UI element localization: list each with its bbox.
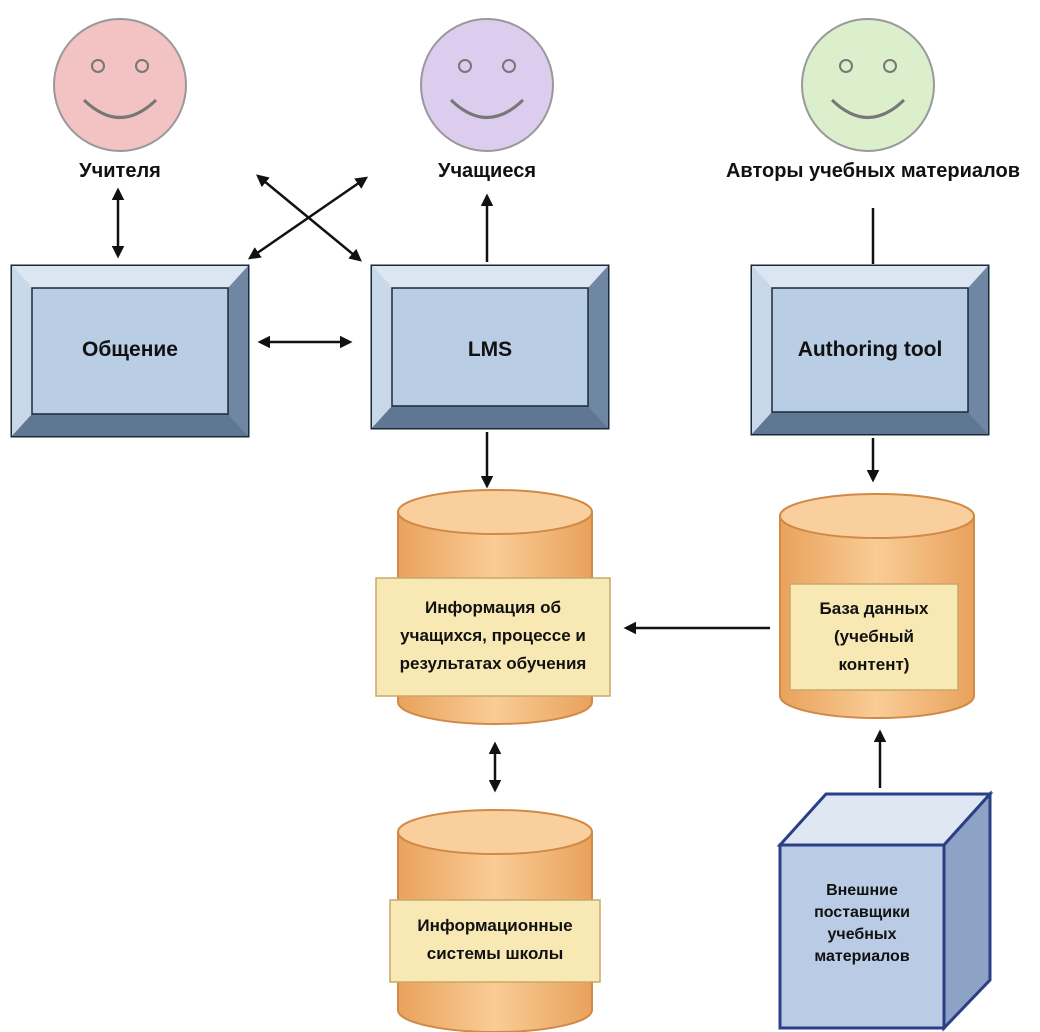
- arrows: [111, 174, 887, 793]
- author-smiley-icon: [801, 18, 935, 152]
- external-suppliers-label: Внешние поставщики учебных материалов: [814, 882, 910, 965]
- authoring-tool-label: Authoring tool: [797, 338, 943, 361]
- school-systems-label: Информационные системы школы: [417, 916, 573, 963]
- lms-box: [370, 264, 610, 430]
- student-info-database: [375, 489, 611, 725]
- communication-box: [10, 264, 250, 438]
- student-info-label: Информация об учащихся, процессе и резул…: [399, 598, 587, 673]
- student-smiley-icon: [420, 18, 554, 152]
- external-suppliers-cube: [776, 790, 994, 1032]
- school-systems-database: [389, 809, 601, 1032]
- students-label: Учащиеся: [438, 160, 536, 182]
- authors-label: Авторы учебных материалов: [725, 160, 1021, 182]
- authoring-tool-box: [750, 264, 990, 436]
- arrow-students-communication: [247, 176, 369, 260]
- content-database: [779, 493, 975, 719]
- lms-label: LMS: [467, 338, 513, 361]
- teachers-label: Учителя: [79, 160, 161, 182]
- communication-label: Общение: [82, 338, 178, 361]
- content-db-label: База данных (учебный контент): [819, 599, 929, 674]
- teacher-smiley-icon: [53, 18, 187, 152]
